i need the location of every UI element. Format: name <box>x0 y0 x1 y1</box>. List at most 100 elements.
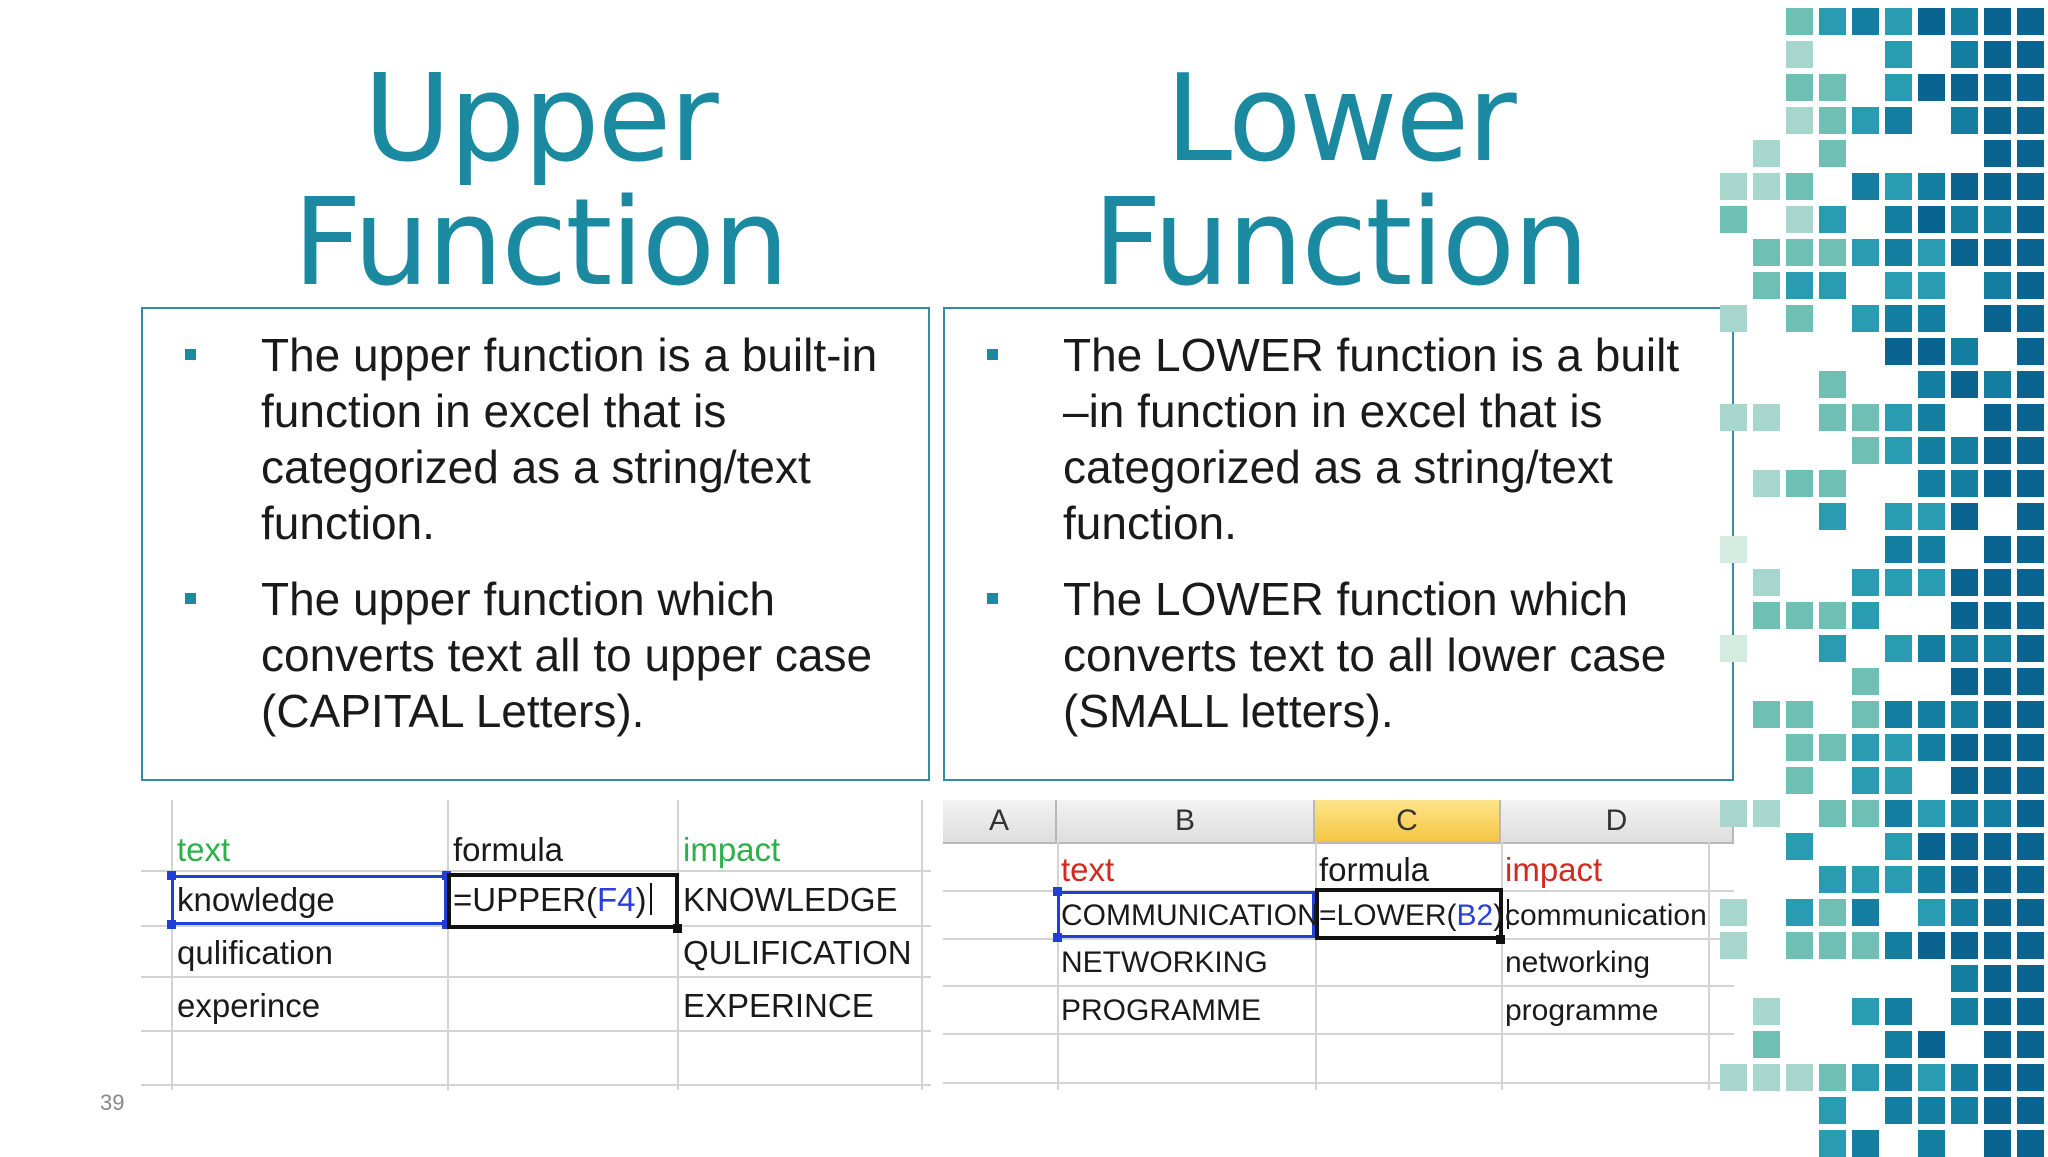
row1-impact: KNOWLEDGE <box>683 881 898 918</box>
mosaic-square <box>1984 470 2011 497</box>
mosaic-square <box>1984 239 2011 266</box>
upper-bullet-1: The upper function is a built-in functio… <box>185 327 908 551</box>
lower-function-title: Lower Function <box>1030 58 1650 306</box>
mosaic-square <box>1984 536 2011 563</box>
mosaic-square <box>1885 767 1912 794</box>
mosaic-square <box>2017 338 2044 365</box>
mosaic-square <box>1852 1130 1879 1157</box>
mosaic-square <box>1951 8 1978 35</box>
mosaic-square <box>2017 272 2044 299</box>
mosaic-square <box>1951 932 1978 959</box>
mosaic-square <box>1819 470 1846 497</box>
active-formula-cell[interactable] <box>447 873 679 929</box>
upper-bullet-list: The upper function is a built-in functio… <box>143 309 928 739</box>
mosaic-square <box>1819 635 1846 662</box>
upper-title-line2: Function <box>292 174 789 313</box>
column-header-a[interactable]: A <box>943 800 1057 842</box>
mosaic-square <box>2017 767 2044 794</box>
mosaic-square <box>1951 173 1978 200</box>
header-impact: impact <box>683 831 781 868</box>
mosaic-square <box>1918 833 1945 860</box>
formula-cell[interactable]: =UPPER(F4) <box>453 880 653 920</box>
fill-handle[interactable] <box>673 924 682 933</box>
mosaic-square <box>1720 800 1747 827</box>
selection-handle <box>442 871 451 880</box>
mosaic-square <box>1885 800 1912 827</box>
mosaic-square <box>2017 602 2044 629</box>
lower-example-sheet: A B C D text formula impact COMMUNICATIO… <box>943 800 1734 1090</box>
mosaic-square <box>1885 8 1912 35</box>
grid-line <box>1501 842 1503 1090</box>
mosaic-square <box>1984 173 2011 200</box>
mosaic-square <box>1984 437 2011 464</box>
mosaic-square <box>1819 404 1846 431</box>
mosaic-square <box>1720 173 1747 200</box>
upper-function-title: Upper Function <box>230 58 850 306</box>
mosaic-square <box>2017 173 2044 200</box>
mosaic-square <box>1918 206 1945 233</box>
mosaic-square <box>1819 602 1846 629</box>
mosaic-square <box>1753 800 1780 827</box>
mosaic-square <box>1852 569 1879 596</box>
mosaic-square <box>1753 140 1780 167</box>
mosaic-square <box>1918 932 1945 959</box>
mosaic-square <box>1753 173 1780 200</box>
mosaic-square <box>1786 239 1813 266</box>
mosaic-square <box>1753 701 1780 728</box>
mosaic-square <box>1786 41 1813 68</box>
bullet-square-icon <box>185 593 196 604</box>
mosaic-square <box>2017 1031 2044 1058</box>
mosaic-square <box>1951 206 1978 233</box>
mosaic-square <box>1918 503 1945 530</box>
mosaic-square <box>1786 899 1813 926</box>
fill-handle[interactable] <box>1496 935 1505 944</box>
column-header-c[interactable]: C <box>1315 800 1501 842</box>
mosaic-square <box>2017 899 2044 926</box>
upper-bullet-2: The upper function which converts text a… <box>185 571 908 739</box>
lower-title-line1: Lower <box>1165 50 1516 189</box>
mosaic-square <box>1951 569 1978 596</box>
mosaic-square <box>1885 41 1912 68</box>
mosaic-square <box>1951 635 1978 662</box>
lower-bullet-list: The LOWER function is a built –in functi… <box>945 309 1732 739</box>
mosaic-square <box>1984 272 2011 299</box>
mosaic-square <box>1720 404 1747 431</box>
mosaic-square <box>1852 932 1879 959</box>
row3-text: experince <box>177 987 321 1024</box>
formula-cell[interactable]: =LOWER(B2) <box>1319 896 1510 936</box>
mosaic-square <box>2017 569 2044 596</box>
mosaic-square <box>1753 404 1780 431</box>
formula-ref: F4 <box>596 881 636 918</box>
mosaic-square <box>2017 371 2044 398</box>
mosaic-square <box>1720 899 1747 926</box>
selected-source-cell[interactable] <box>171 875 447 925</box>
formula-suffix: ) <box>1493 899 1504 932</box>
mosaic-square <box>2017 701 2044 728</box>
column-header-d[interactable]: D <box>1501 800 1734 842</box>
upper-bullet-1-text: The upper function is a built-in functio… <box>261 329 878 549</box>
mosaic-square <box>1951 74 1978 101</box>
mosaic-square <box>1819 239 1846 266</box>
column-header-b[interactable]: B <box>1057 800 1315 842</box>
grid-line <box>677 800 679 1090</box>
mosaic-square <box>1918 1064 1945 1091</box>
mosaic-square <box>1819 932 1846 959</box>
grid-line <box>943 985 1734 987</box>
mosaic-square <box>1819 800 1846 827</box>
page-number: 39 <box>100 1090 125 1115</box>
mosaic-square <box>1885 701 1912 728</box>
active-formula-cell[interactable] <box>1315 888 1503 940</box>
mosaic-square <box>1918 437 1945 464</box>
mosaic-square <box>1984 1130 2011 1157</box>
mosaic-square <box>1984 404 2011 431</box>
mosaic-square <box>1918 635 1945 662</box>
lower-bullet-1: The LOWER function is a built –in functi… <box>987 327 1712 551</box>
mosaic-square <box>2017 1097 2044 1124</box>
mosaic-square <box>1918 239 1945 266</box>
mosaic-square <box>1885 833 1912 860</box>
mosaic-square <box>1786 206 1813 233</box>
mosaic-square <box>1885 569 1912 596</box>
selected-source-cell[interactable] <box>1057 891 1315 938</box>
mosaic-square <box>1918 470 1945 497</box>
mosaic-square <box>2017 41 2044 68</box>
